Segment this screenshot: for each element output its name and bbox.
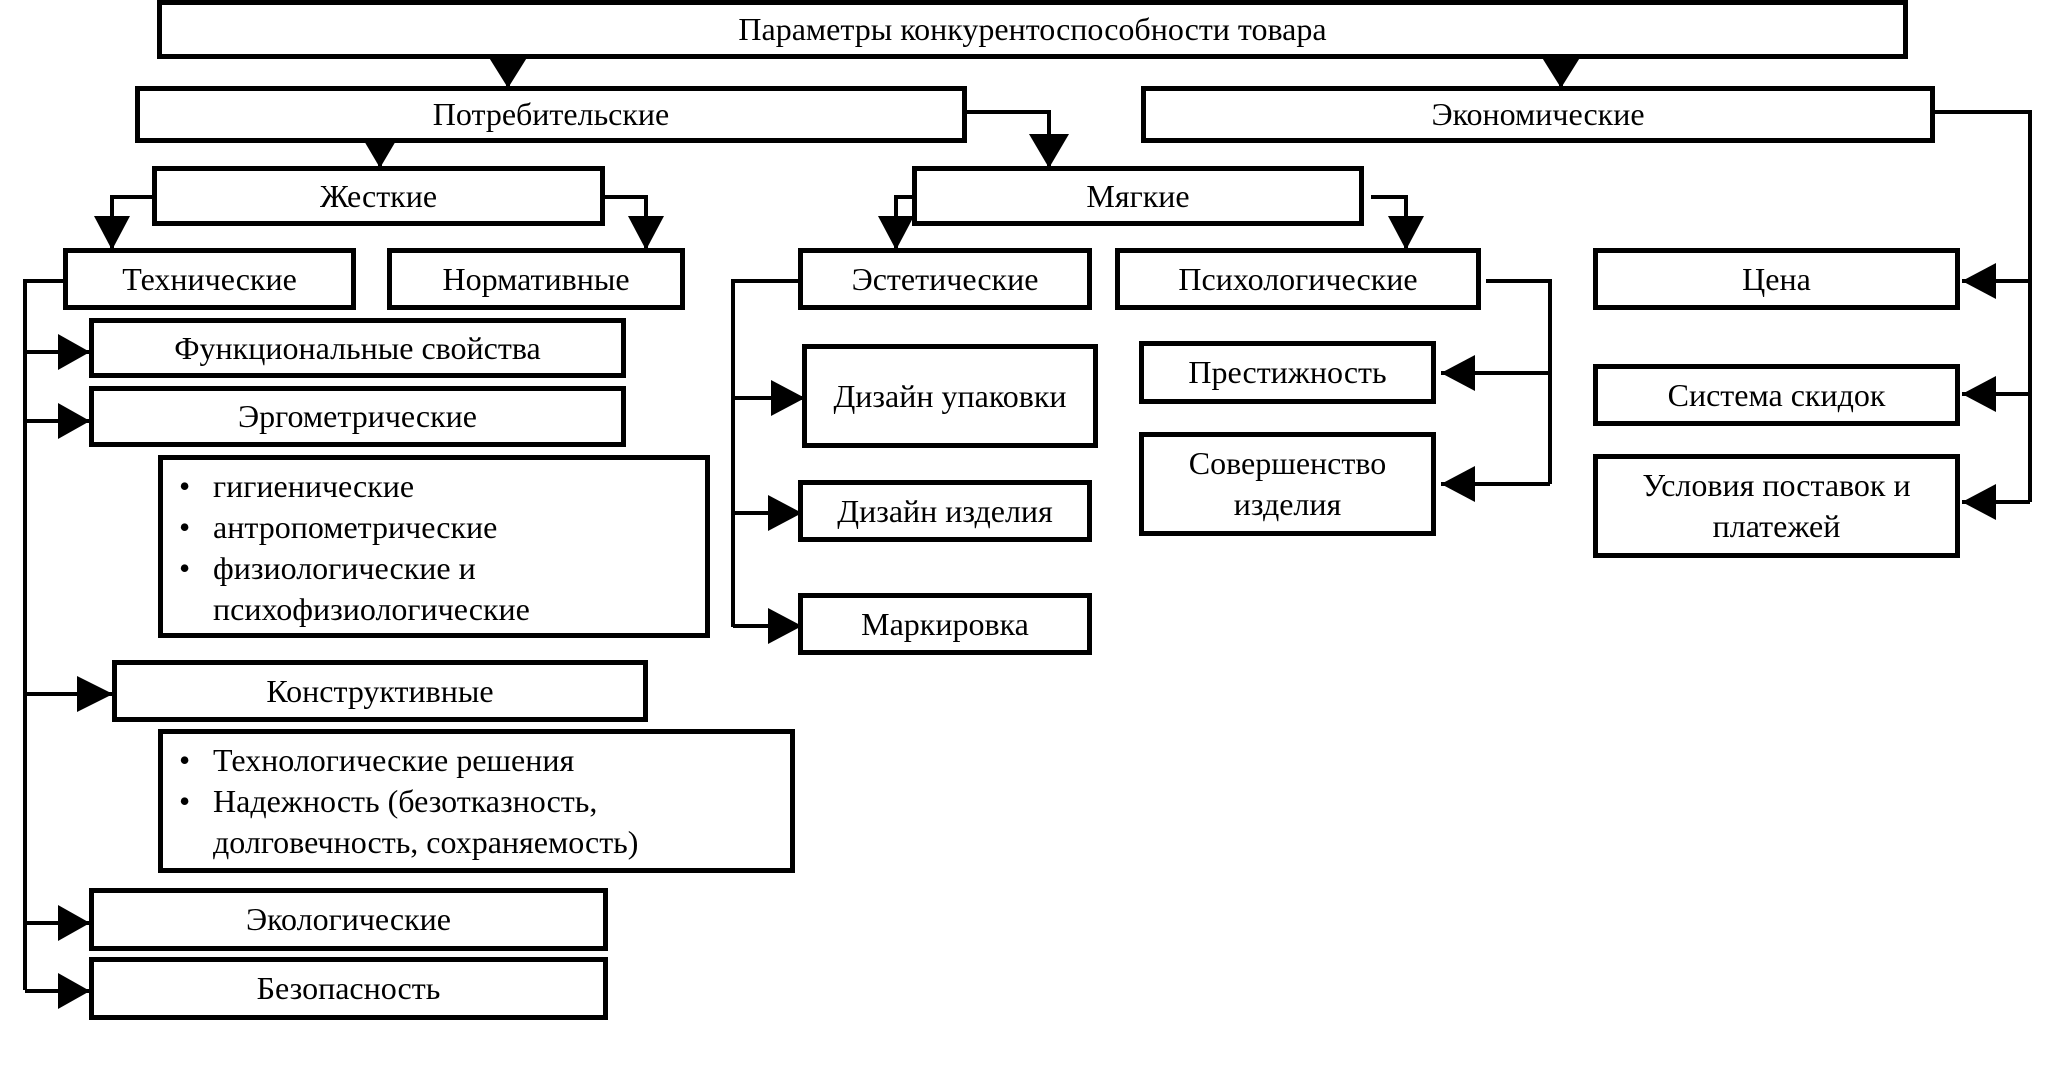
arrowhead-economic bbox=[1541, 56, 1581, 88]
hard-label: Жесткие bbox=[319, 177, 438, 214]
packaging-design-label: Дизайн упаковки bbox=[833, 377, 1067, 414]
arrowhead-psychological bbox=[1388, 216, 1424, 250]
perfection-box: Совершенство изделия bbox=[1139, 432, 1436, 536]
arrowhead-aesthetic bbox=[878, 216, 914, 250]
ergometric-box: Эргометрические bbox=[89, 386, 626, 447]
discounts-label: Система скидок bbox=[1667, 376, 1886, 413]
ecological-label: Экологические bbox=[245, 901, 451, 937]
marking-label: Маркировка bbox=[861, 605, 1029, 642]
constructive-list: Технологические решения Надежность (безо… bbox=[158, 729, 795, 873]
functional-label: Функциональные свойства bbox=[174, 329, 541, 366]
soft-box: Мягкие bbox=[912, 166, 1364, 226]
arrowhead-safety bbox=[58, 973, 90, 1009]
prestige-box: Престижность bbox=[1139, 341, 1436, 404]
aesthetic-label: Эстетические bbox=[851, 260, 1039, 297]
psychological-spine bbox=[1486, 279, 1552, 484]
arrowhead-discounts bbox=[1962, 376, 1996, 412]
aesthetic-box: Эстетические bbox=[798, 248, 1092, 310]
ecological-box: Экологические bbox=[89, 888, 608, 951]
marking-box: Маркировка bbox=[798, 593, 1092, 655]
normative-label: Нормативные bbox=[442, 260, 630, 297]
constructive-item: Надежность (безотказность, долговечность… bbox=[179, 781, 778, 863]
price-label: Цена bbox=[1742, 260, 1811, 297]
arrowhead-delivery-terms bbox=[1962, 484, 1996, 520]
ergometric-label: Эргометрические bbox=[238, 398, 477, 434]
constructive-item: Технологические решения bbox=[179, 740, 778, 781]
constructive-label: Конструктивные bbox=[266, 672, 494, 709]
arrowhead-prestige bbox=[1441, 355, 1475, 391]
arrowhead-marking bbox=[768, 608, 802, 644]
economic-spine bbox=[1935, 110, 2032, 502]
technical-spine bbox=[23, 279, 64, 990]
economic-box: Экономические bbox=[1141, 86, 1935, 143]
arrowhead-perfection bbox=[1441, 466, 1475, 502]
arrowhead-ecological bbox=[58, 905, 90, 941]
ergometric-item: физиологические и психофизиологические bbox=[179, 548, 693, 630]
discounts-box: Система скидок bbox=[1593, 364, 1960, 426]
root-box: Параметры конкурентоспособности товара bbox=[157, 0, 1908, 59]
psychological-label: Психологические bbox=[1178, 260, 1418, 297]
psychological-box: Психологические bbox=[1115, 248, 1481, 310]
consumer-label: Потребительские bbox=[432, 96, 670, 132]
arrowhead-constructive bbox=[77, 676, 113, 712]
hard-box: Жесткие bbox=[152, 166, 605, 226]
ergometric-item: гигиенические bbox=[179, 466, 693, 507]
delivery-terms-label: Условия поставок и платежей bbox=[1642, 467, 1911, 544]
economic-label: Экономические bbox=[1431, 96, 1645, 132]
arrowhead-soft bbox=[1029, 134, 1069, 168]
constructive-box: Конструктивные bbox=[112, 660, 648, 722]
technical-label: Технические bbox=[122, 260, 297, 297]
delivery-terms-box: Условия поставок и платежей bbox=[1593, 454, 1960, 558]
ergometric-item: антропометрические bbox=[179, 507, 693, 548]
safety-box: Безопасность bbox=[89, 957, 608, 1020]
technical-box: Технические bbox=[63, 248, 356, 310]
ergometric-list: гигиенические антропометрические физиоло… bbox=[158, 455, 710, 638]
safety-label: Безопасность bbox=[256, 970, 441, 1006]
normative-box: Нормативные bbox=[387, 248, 685, 310]
arrowhead-ergometric bbox=[58, 403, 90, 439]
aesthetic-spine bbox=[731, 279, 804, 627]
arrowhead-packaging bbox=[771, 380, 805, 416]
root-label: Параметры конкурентоспособности товара bbox=[738, 11, 1327, 47]
arrowhead-normative bbox=[628, 216, 664, 250]
perfection-label: Совершенство изделия bbox=[1188, 445, 1387, 522]
arrowhead-product-design bbox=[768, 495, 802, 531]
consumer-box: Потребительские bbox=[135, 86, 967, 143]
arrowhead-technical bbox=[94, 216, 130, 250]
functional-box: Функциональные свойства bbox=[89, 318, 626, 378]
arrowhead-consumer bbox=[488, 56, 528, 88]
product-design-box: Дизайн изделия bbox=[798, 480, 1092, 542]
price-box: Цена bbox=[1593, 248, 1960, 310]
soft-label: Мягкие bbox=[1086, 177, 1190, 214]
arrowhead-functional bbox=[58, 334, 90, 370]
product-design-label: Дизайн изделия bbox=[837, 492, 1053, 529]
arrowhead-price bbox=[1962, 263, 1996, 299]
prestige-label: Престижность bbox=[1188, 354, 1387, 390]
packaging-design-box: Дизайн упаковки bbox=[802, 344, 1098, 448]
